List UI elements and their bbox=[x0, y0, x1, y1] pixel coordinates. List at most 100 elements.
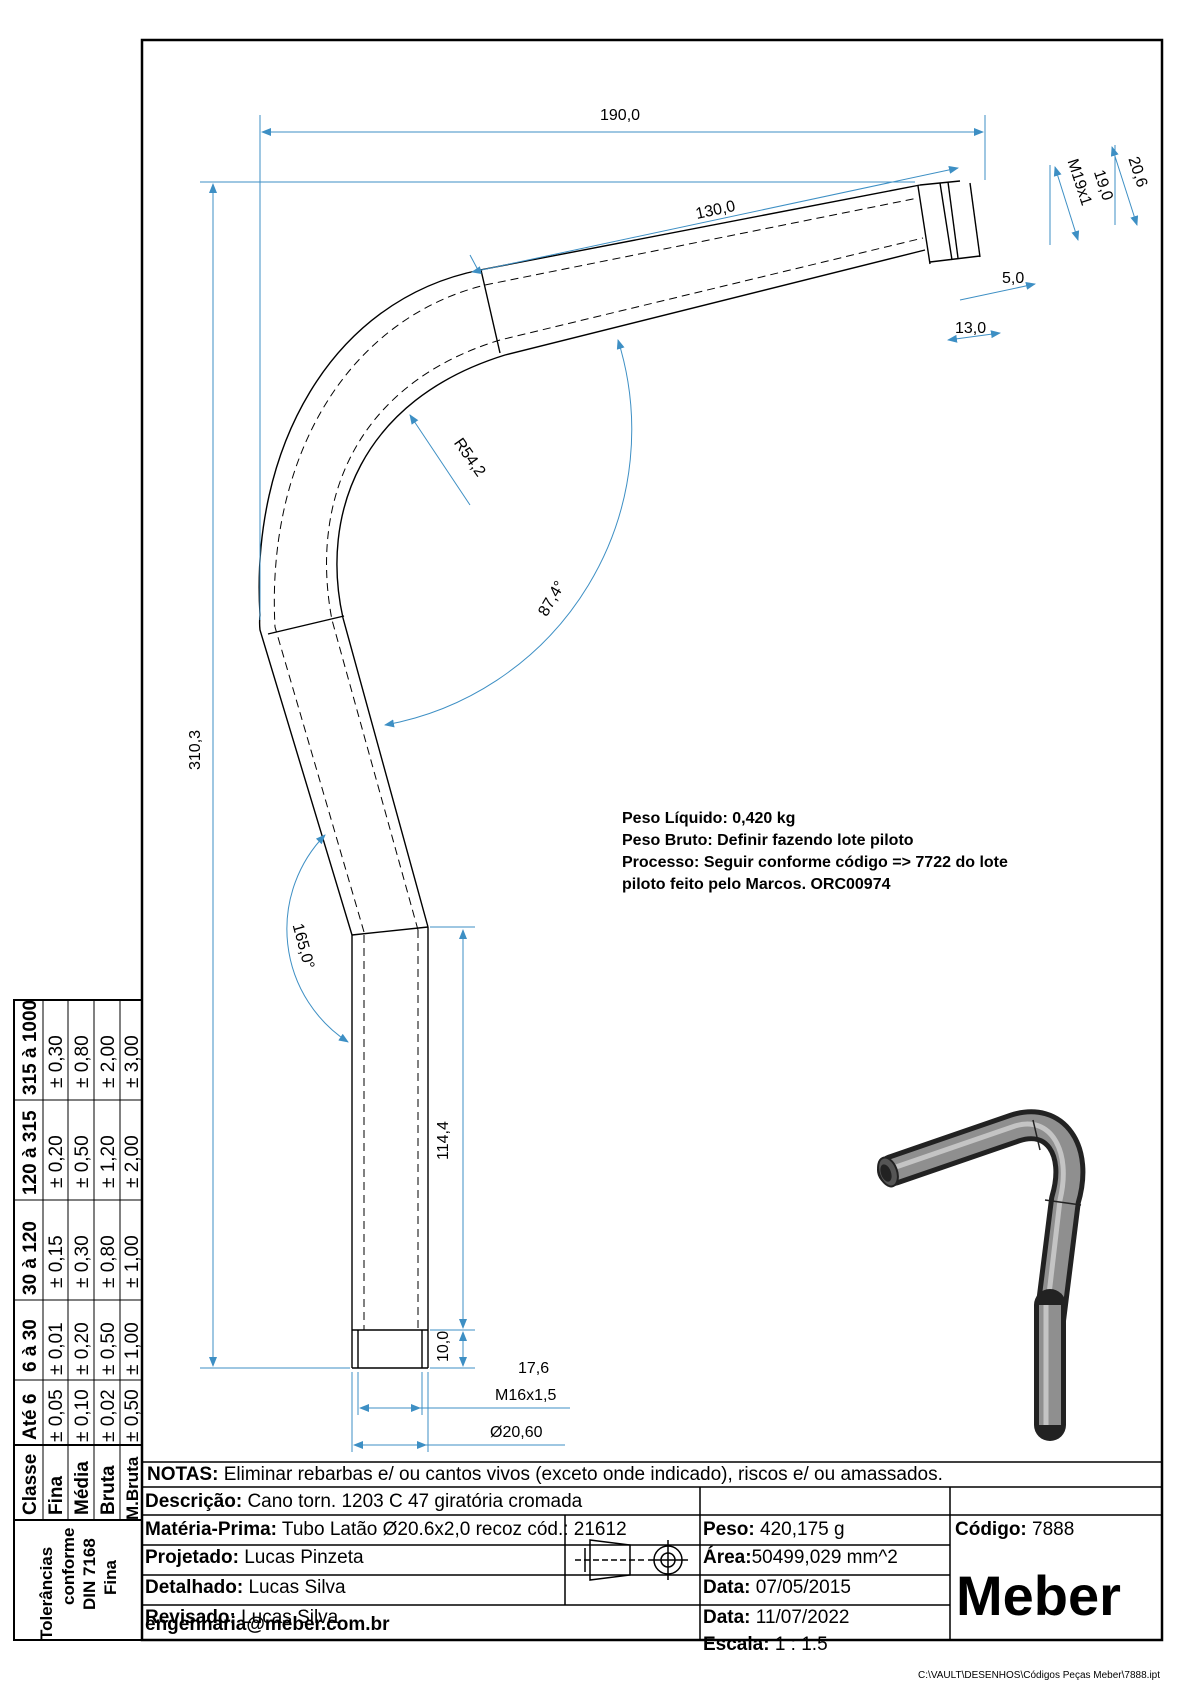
dim-bend-angle: 87,4° bbox=[535, 578, 568, 619]
materia-value: Tubo Latão Ø20.6x2,0 recoz cód.: 21612 bbox=[277, 1519, 627, 1540]
detalhado-row: Detalhado: Lucas Silva bbox=[145, 1577, 346, 1598]
tol-class-media: Média bbox=[72, 1461, 93, 1515]
note-line-3: Processo: Seguir conforme código => 7722… bbox=[622, 854, 1008, 871]
peso-row: Peso: 420,175 g bbox=[703, 1519, 845, 1540]
projetado-value: Lucas Pinzeta bbox=[239, 1547, 364, 1568]
tol-header-2: 30 à 120 bbox=[20, 1221, 41, 1295]
tol-media-1: ± 0,10 bbox=[72, 1389, 93, 1442]
escala-row: Escala: 1 : 1.5 bbox=[703, 1634, 828, 1655]
title-block-grid bbox=[142, 1461, 1162, 1640]
tol-caption-1: Tolerâncias bbox=[37, 1547, 56, 1640]
descricao-value: Cano torn. 1203 C 47 giratória cromada bbox=[242, 1491, 583, 1512]
tolerance-table-text: 315 à 1000 120 à 315 30 à 120 6 à 30 Até… bbox=[20, 1000, 143, 1640]
data1-row: Data: 07/05/2015 bbox=[703, 1577, 851, 1598]
detalhado-label: Detalhado: bbox=[145, 1577, 243, 1598]
tol-bruta-2: ± 0,50 bbox=[98, 1322, 119, 1375]
codigo-row: Código: 7888 bbox=[955, 1519, 1074, 1540]
dim-bottom-inner: 17,6 bbox=[518, 1360, 549, 1377]
tol-media-2: ± 0,20 bbox=[72, 1322, 93, 1375]
tol-mbruta-1: ± 0,50 bbox=[122, 1389, 143, 1442]
data2-value: 11/07/2022 bbox=[751, 1607, 850, 1628]
materia-row: Matéria-Prima: Tubo Latão Ø20.6x2,0 reco… bbox=[145, 1519, 627, 1540]
data2-label: Data: bbox=[703, 1607, 751, 1628]
descricao-label: Descrição: bbox=[145, 1491, 242, 1512]
tol-mbruta-3: ± 1,00 bbox=[122, 1235, 143, 1288]
dim-lower-length: 114,4 bbox=[435, 1121, 452, 1160]
note-line-4: piloto feito pelo Marcos. ORC00974 bbox=[622, 876, 891, 893]
dimension-labels: 190,0 130,0 20,6 19,0 M19x1 5,0 13,0 R54… bbox=[187, 107, 1150, 1441]
dim-overall-width: 190,0 bbox=[600, 107, 640, 124]
tol-media-5: ± 0,80 bbox=[72, 1035, 93, 1088]
escala-label: Escala: bbox=[703, 1634, 770, 1655]
tol-class-mbruta: M.Bruta bbox=[123, 1456, 142, 1520]
tol-header-1: 120 à 315 bbox=[20, 1110, 41, 1195]
data1-value: 07/05/2015 bbox=[751, 1577, 851, 1598]
tol-bruta-4: ± 1,20 bbox=[98, 1135, 119, 1188]
tube-3d-preview bbox=[877, 1109, 1086, 1441]
tol-caption-2: conforme bbox=[59, 1528, 78, 1605]
tol-header-0: 315 à 1000 bbox=[20, 1000, 41, 1095]
area-value: 50499,029 mm^2 bbox=[752, 1547, 898, 1568]
file-path: C:\VAULT\DESENHOS\Códigos Peças Meber\78… bbox=[918, 1670, 1160, 1681]
dim-bottom-thread: M16x1,5 bbox=[495, 1387, 556, 1404]
tol-fina-4: ± 0,20 bbox=[46, 1135, 67, 1188]
tol-bruta-1: ± 0,02 bbox=[98, 1389, 119, 1442]
tol-mbruta-4: ± 2,00 bbox=[122, 1135, 143, 1188]
tol-fina-1: ± 0,05 bbox=[46, 1389, 67, 1442]
tol-bruta-3: ± 0,80 bbox=[98, 1235, 119, 1288]
sheet-border bbox=[13, 38, 1164, 1642]
dim-tip-outer: 20,6 bbox=[1124, 155, 1150, 190]
area-row: Área:50499,029 mm^2 bbox=[703, 1546, 898, 1568]
dim-tip-thread: M19x1 bbox=[1064, 157, 1095, 208]
dimension-lines bbox=[200, 115, 1139, 1452]
note-line-2: Peso Bruto: Definir fazendo lote piloto bbox=[622, 832, 914, 849]
materia-label: Matéria-Prima: bbox=[145, 1519, 277, 1540]
production-notes: Peso Líquido: 0,420 kg Peso Bruto: Defin… bbox=[622, 810, 1008, 893]
codigo-label: Código: bbox=[955, 1519, 1027, 1540]
dim-lower-angle: 165,0° bbox=[289, 922, 317, 971]
dim-tip-len: 13,0 bbox=[955, 320, 986, 337]
dim-straight-length: 130,0 bbox=[694, 198, 737, 223]
tol-caption-3: DIN 7168 bbox=[80, 1538, 99, 1610]
tol-header-5: Classe bbox=[20, 1454, 41, 1515]
tol-mbruta-2: ± 1,00 bbox=[122, 1322, 143, 1375]
revisado-label: Revisado: bbox=[145, 1607, 236, 1628]
escala-value: 1 : 1.5 bbox=[770, 1634, 828, 1655]
dim-bottom-outer: Ø20,60 bbox=[490, 1424, 543, 1441]
data1-label: Data: bbox=[703, 1577, 751, 1598]
descricao-row: Descrição: Cano torn. 1203 C 47 giratóri… bbox=[145, 1491, 583, 1512]
notas-label: NOTAS: bbox=[147, 1464, 218, 1485]
peso-label: Peso: bbox=[703, 1519, 755, 1540]
dim-lower-thread-len: 10,0 bbox=[435, 1331, 452, 1362]
data2-row: Data: 11/07/2022 bbox=[703, 1607, 849, 1628]
tol-header-3: 6 à 30 bbox=[20, 1319, 41, 1372]
notas-value: Eliminar rebarbas e/ ou cantos vivos (ex… bbox=[218, 1464, 942, 1485]
projetado-row: Projetado: Lucas Pinzeta bbox=[145, 1547, 364, 1568]
tolerance-table bbox=[13, 999, 143, 1521]
tol-media-4: ± 0,50 bbox=[72, 1135, 93, 1188]
brand-logo: Meber bbox=[956, 1564, 1121, 1627]
detalhado-value: Lucas Silva bbox=[243, 1577, 346, 1598]
dim-tip-thread-len: 5,0 bbox=[1002, 270, 1024, 287]
note-line-1: Peso Líquido: 0,420 kg bbox=[622, 810, 795, 827]
projetado-label: Projetado: bbox=[145, 1547, 239, 1568]
email-link[interactable]: engenharia@meber.com.br bbox=[145, 1614, 390, 1635]
codigo-value: 7888 bbox=[1027, 1519, 1075, 1540]
tol-fina-5: ± 0,30 bbox=[46, 1035, 67, 1088]
tol-fina-3: ± 0,15 bbox=[46, 1235, 67, 1288]
tol-caption-4: Fina bbox=[101, 1560, 120, 1595]
tol-media-3: ± 0,30 bbox=[72, 1235, 93, 1288]
notas-row: NOTAS: Eliminar rebarbas e/ ou cantos vi… bbox=[147, 1464, 943, 1485]
tol-mbruta-5: ± 3,00 bbox=[122, 1035, 143, 1088]
tol-header-4: Até 6 bbox=[20, 1394, 41, 1440]
tube-part-view bbox=[258, 180, 981, 1369]
projection-symbol-icon bbox=[575, 1539, 688, 1581]
tol-bruta-5: ± 2,00 bbox=[98, 1035, 119, 1088]
revisado-row: Revisado: Lucas Silva bbox=[145, 1607, 339, 1628]
tol-fina-2: ± 0,01 bbox=[46, 1322, 67, 1375]
area-label: Área: bbox=[703, 1546, 752, 1568]
revisado-value: Lucas Silva bbox=[236, 1607, 339, 1628]
peso-value: 420,175 g bbox=[755, 1519, 845, 1540]
tol-class-bruta: Bruta bbox=[98, 1465, 119, 1515]
